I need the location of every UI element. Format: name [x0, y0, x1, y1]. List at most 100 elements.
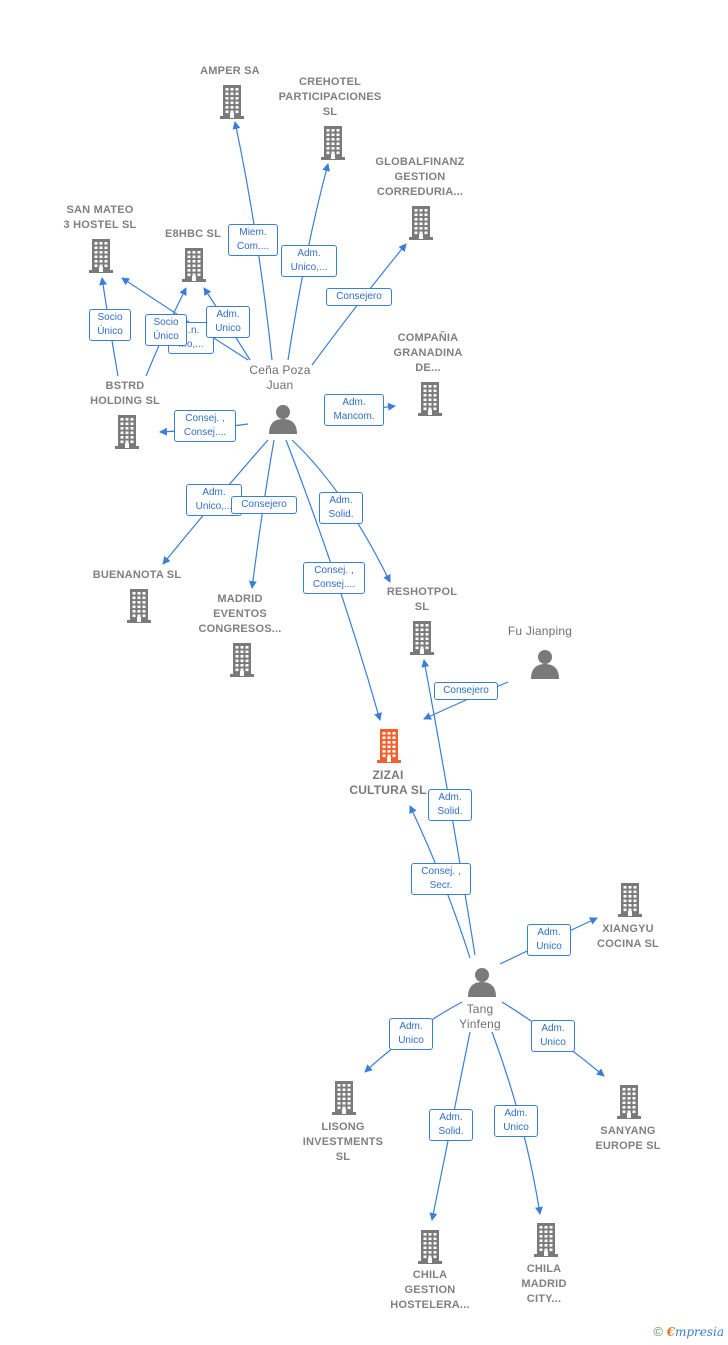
node-label-line1: COMPAÑIA: [397, 332, 459, 344]
node-label-line1: CHILA: [526, 1263, 562, 1275]
edge-label-bstrd[interactable]: Consej. , Consej....: [174, 410, 236, 442]
edge-label-line2: Solid.: [438, 1126, 464, 1137]
building-icon: [415, 1229, 445, 1270]
edge-label-chila-gestion[interactable]: Adm. Solid.: [429, 1109, 473, 1141]
edge-label-line2: Unico: [215, 323, 241, 334]
node-label: AMPER SA: [200, 65, 260, 77]
node-label-line1: ZIZAI: [372, 768, 404, 782]
edge-label-line2: Secr.: [429, 880, 453, 891]
edge-label-line2: Unico: [398, 1035, 424, 1046]
edge-label-line2: Consej....: [183, 427, 227, 438]
node-label-line2: 3 HOSTEL SL: [63, 219, 137, 231]
node-label: Fu Jianping: [507, 624, 573, 638]
edge-cena-madrid: [248, 439, 275, 589]
node-label-line1: RESHOTPOL: [386, 586, 458, 598]
node-label-line2: EUROPE SL: [595, 1140, 661, 1152]
edge-label-line1: Consej. ,: [421, 866, 461, 877]
edge-label-globalfinanz[interactable]: Consejero: [326, 288, 392, 306]
node-label-line1: CHILA: [412, 1269, 448, 1281]
node-label-line2: SL: [414, 601, 430, 613]
node-label-line2: Juan: [266, 378, 294, 392]
building-icon: [112, 414, 142, 455]
building-icon: [179, 247, 209, 288]
building-icon: [615, 882, 645, 923]
node-label-line3: CONGRESOS...: [198, 623, 282, 635]
node-label-line2: GRANADINA: [393, 347, 463, 359]
edge-label-bstrd-sanmateo[interactable]: Socio Único: [89, 309, 131, 341]
node-label-line1: BSTRD: [105, 380, 145, 392]
edge-label-line2: Solid.: [328, 509, 354, 520]
edge-label-xiangyu[interactable]: Adm. Unico: [527, 924, 571, 956]
building-icon: [124, 588, 154, 629]
building-icon: [406, 205, 436, 246]
copyright-icon: ©: [653, 1324, 663, 1339]
edge-label-line2: Unico: [540, 1037, 566, 1048]
node-label-line1: LISONG: [321, 1121, 365, 1133]
edge-label-line2: Mancom.: [333, 411, 375, 422]
edge-label-fu-zizai[interactable]: Consejero: [434, 682, 498, 700]
edge-label-line1: Socio: [97, 312, 123, 323]
edge-label-line1: Adm.: [399, 1021, 423, 1032]
footer-credit: © €mpresia: [653, 1324, 724, 1339]
edge-label-reshotpol[interactable]: Adm. Solid.: [319, 492, 363, 524]
node-label-line1: GLOBALFINANZ: [375, 156, 465, 168]
node-label-line2: EVENTOS: [213, 608, 267, 620]
building-icon: [318, 125, 348, 166]
edge-label-cena-zizai[interactable]: Consej. , Consej....: [303, 562, 365, 594]
edge-label-line2: Único: [153, 331, 179, 342]
edge-label-sanyang[interactable]: Adm. Unico: [531, 1020, 575, 1052]
edge-label-line1: Adm.: [504, 1108, 528, 1119]
node-label-line3: CITY...: [526, 1293, 562, 1305]
node-label-line3: CORREDURIA...: [376, 186, 464, 198]
person-icon: [530, 648, 560, 685]
edge-label-line1: Adm.: [342, 397, 366, 408]
node-label-line2: Yinfeng: [459, 1017, 501, 1031]
edge-label-tang-zizai[interactable]: Consej. , Secr.: [411, 863, 471, 895]
person-icon: [467, 966, 497, 1003]
node-label-line2: CULTURA SL: [349, 783, 427, 797]
node-label-line1: XIANGYU: [602, 923, 654, 935]
building-icon: [86, 238, 116, 279]
edge-label-line1: Consejero: [336, 291, 382, 302]
edge-label-line2: Unico,...: [195, 501, 233, 512]
edge-label-e8hbc[interactable]: Adm. Unico: [206, 306, 250, 338]
edge-label-lisong[interactable]: Adm. Unico: [389, 1018, 433, 1050]
edge-label-line2: Com....: [236, 241, 270, 252]
edge-label-line2: Solid.: [437, 806, 463, 817]
node-label-line2: GESTION: [394, 171, 446, 183]
building-icon: [614, 1084, 644, 1125]
node-label-line1: Ceña Poza: [249, 363, 311, 377]
edge-label-cena-sanmateo[interactable]: Socio Único: [145, 314, 187, 346]
building-icon-highlight: [374, 728, 404, 769]
edge-label-line2: Único: [97, 326, 123, 337]
node-label: E8HBC SL: [165, 228, 221, 240]
edge-label-amper[interactable]: Miem. Com....: [228, 224, 278, 256]
edge-label-line1: Miem.: [239, 227, 267, 238]
node-label-line1: CREHOTEL: [298, 76, 362, 88]
node-label-line1: SANYANG: [600, 1125, 656, 1137]
building-icon: [415, 381, 445, 422]
node-label-line1: Tang: [466, 1002, 494, 1016]
edge-label-tang-reshotpol[interactable]: Adm. Solid.: [428, 789, 472, 821]
edge-label-line1: Adm.: [537, 927, 561, 938]
node-label-line2: COCINA SL: [597, 938, 659, 950]
building-icon: [227, 642, 257, 683]
edge-label-line1: Adm.: [329, 495, 353, 506]
edge-label-line1: Adm.: [541, 1023, 565, 1034]
edge-label-line2: Unico: [503, 1122, 529, 1133]
node-label-line2: HOLDING SL: [90, 395, 160, 407]
edge-label-line2: Unico: [536, 941, 562, 952]
node-label: BUENANOTA SL: [92, 569, 182, 581]
edge-label-line1: Consejero: [443, 685, 489, 696]
edge-label-chila-madrid[interactable]: Adm. Unico: [494, 1105, 538, 1137]
edge-label-line1: Adm.: [216, 309, 240, 320]
node-label-line3: HOSTELERA...: [390, 1299, 470, 1311]
node-label-line3: SL: [322, 106, 338, 118]
edge-label-granadina[interactable]: Adm. Mancom.: [324, 394, 384, 426]
edge-label-madrid-eventos[interactable]: Consejero: [231, 496, 297, 514]
node-label-line2: GESTION: [404, 1284, 456, 1296]
edge-label-crehotel[interactable]: Adm. Unico,...: [281, 245, 337, 277]
edge-label-line1: Consej. ,: [185, 413, 225, 424]
building-icon: [407, 620, 437, 661]
